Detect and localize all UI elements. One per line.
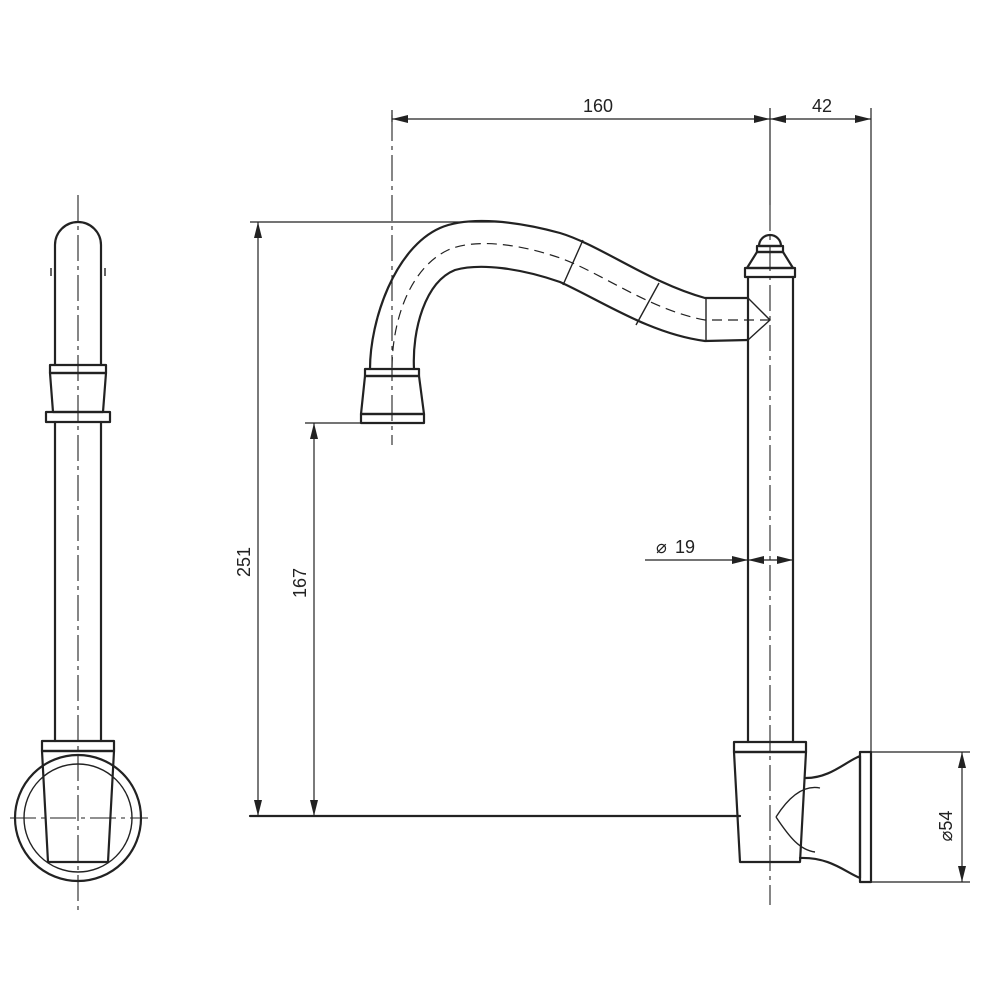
- dim-pipe-diameter-symbol: ⌀: [656, 537, 667, 557]
- wall-flange-cone: [798, 754, 862, 880]
- arrow-pipe-right: [777, 556, 793, 564]
- arrow-projection-right: [855, 115, 871, 123]
- dim-spout-height-label: 167: [290, 568, 310, 598]
- spout-inner-edge: [412, 265, 750, 371]
- side-view-top-cap: [53, 220, 103, 367]
- front-view: [359, 115, 873, 905]
- dim-reach-label: 160: [583, 96, 613, 116]
- side-view-collar-bottom: [44, 410, 112, 424]
- spout-joint: [747, 297, 772, 341]
- finial-cap: [743, 266, 797, 279]
- dim-projection-label: 42: [812, 96, 832, 116]
- finial-knob: [757, 233, 783, 248]
- side-view-flange-inner: [23, 763, 133, 873]
- side-view: [10, 195, 148, 910]
- base-body: [732, 750, 808, 864]
- arrow-reach-right: [754, 115, 770, 123]
- arrow-pipe-left-inner: [748, 556, 764, 564]
- side-view-base-body: [40, 749, 116, 864]
- outlet-nozzle: [359, 412, 426, 425]
- wall-flange-plate: [858, 750, 873, 884]
- dim-overall-height-label: 251: [234, 547, 254, 577]
- dimensions: 160 42 251 167 ⌀ 19 ⌀54: [234, 96, 970, 883]
- dim-flange-diameter-symbol: ⌀: [936, 830, 956, 841]
- spout-segment-2: [635, 282, 660, 326]
- dim-flange-diameter-value: 54: [936, 811, 956, 831]
- dim-pipe-diameter-label: 19: [675, 537, 695, 557]
- arrow-reach-left: [392, 115, 408, 123]
- spout-outer-edge: [368, 219, 750, 371]
- arrow-overall-bottom: [254, 800, 262, 816]
- arrow-spout-top: [310, 423, 318, 439]
- arrow-pipe-left: [732, 556, 748, 564]
- spout-segment-1: [562, 239, 584, 286]
- arrow-flange-bottom: [958, 866, 966, 882]
- arrow-overall-top: [254, 222, 262, 238]
- spout-centerline-curve: [391, 242, 770, 370]
- dim-flange-diameter-label: ⌀54: [936, 811, 956, 842]
- wall-flange-detail: [775, 786, 821, 853]
- arrow-projection-left: [770, 115, 786, 123]
- arrow-spout-bottom: [310, 800, 318, 816]
- arrow-flange-top: [958, 752, 966, 768]
- side-view-flange-outer: [13, 753, 143, 883]
